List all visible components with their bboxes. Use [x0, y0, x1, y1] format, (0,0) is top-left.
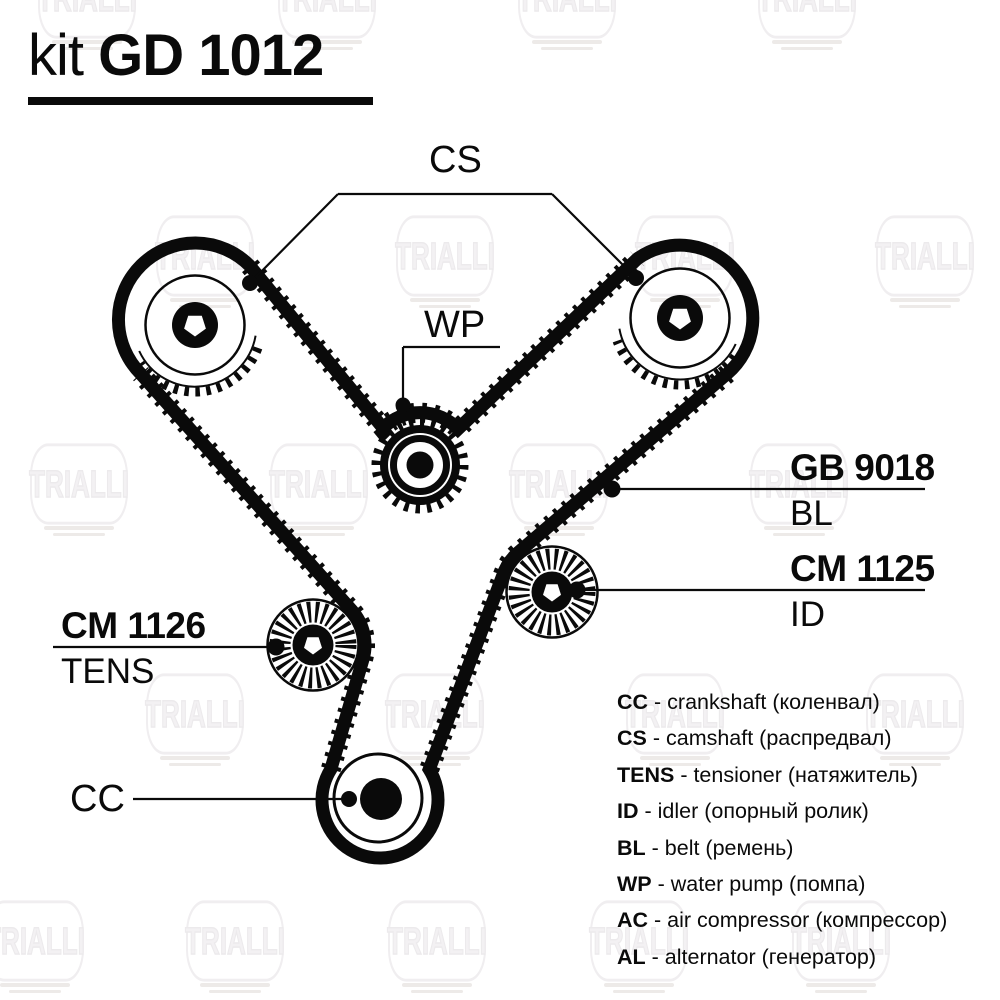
tensioner-abbr: TENS [61, 651, 155, 691]
bolt-pentagon [543, 584, 561, 602]
bolt-pentagon [669, 308, 691, 330]
tensioner-part-number: CM 1126 [61, 605, 206, 646]
tensioner-pulley [266, 598, 360, 692]
idler-abbr: ID [790, 594, 825, 634]
legend-desc: - water pump (помпа) [651, 872, 866, 897]
legend-item: BL - belt (ремень) [617, 830, 947, 866]
callout-camshaft: CS [429, 139, 482, 181]
legend-desc: - crankshaft (коленвал) [648, 690, 880, 714]
camshaft-pulley-right [629, 267, 731, 369]
legend-abbr: AC [617, 908, 649, 933]
legend: CC - crankshaft (коленвал)CS - camshaft … [617, 684, 947, 975]
legend-desc: - air compressor (компрессор) [648, 908, 948, 933]
idler-part-number: CM 1125 [790, 548, 935, 589]
legend-abbr: CS [617, 726, 647, 751]
page-title: kit GD 1012 [28, 22, 324, 89]
bolt-pentagon [304, 637, 322, 655]
legend-abbr: CC [617, 690, 649, 714]
legend-abbr: AL [617, 944, 646, 969]
callout-belt: GB 9018 BL [790, 447, 935, 533]
legend-abbr: ID [617, 799, 639, 824]
legend-item: CS - camshaft (распредвал) [617, 720, 947, 756]
legend-item: TENS - tensioner (натяжитель) [617, 757, 947, 793]
legend-abbr: TENS [617, 762, 675, 787]
leader-dots [242, 270, 644, 807]
kit-prefix: kit [28, 23, 84, 88]
leader-lines [53, 192, 925, 801]
callout-crankshaft: CC [70, 778, 125, 820]
legend-desc: - belt (ремень) [645, 835, 794, 860]
legend-item: AC - air compressor (компрессор) [617, 902, 947, 938]
water-pump-gear [371, 416, 469, 514]
cs-leader-line [249, 192, 637, 284]
legend-item: WP - water pump (помпа) [617, 866, 947, 902]
title-underline [28, 97, 373, 105]
legend-abbr: BL [617, 835, 646, 860]
camshaft-pulley-left-rim [136, 335, 263, 397]
bolt-pentagon [184, 315, 206, 337]
legend-item: AL - alternator (генератор) [617, 939, 947, 975]
legend-desc: - camshaft (распредвал) [646, 726, 892, 751]
callout-tensioner: CM 1126 TENS [61, 605, 206, 691]
callout-water-pump: WP [424, 304, 486, 346]
kit-code: GD 1012 [98, 23, 324, 88]
belt-abbr: BL [790, 493, 833, 533]
legend-item: CC - crankshaft (коленвал) [617, 684, 947, 720]
camshaft-pulley-left [144, 274, 246, 376]
legend-desc: - alternator (генератор) [645, 944, 877, 969]
legend-abbr: WP [617, 872, 652, 897]
callout-idler: CM 1125 ID [790, 548, 935, 634]
timing-belt [112, 236, 760, 865]
crankshaft-pulley [332, 752, 424, 844]
legend-desc: - tensioner (натяжитель) [674, 762, 919, 787]
wp-leader-line [401, 345, 500, 405]
belt-part-number: GB 9018 [790, 447, 935, 488]
legend-item: ID - idler (опорный ролик) [617, 793, 947, 829]
camshaft-pulley-right-rim [612, 328, 739, 390]
legend-desc: - idler (опорный ролик) [638, 799, 869, 824]
